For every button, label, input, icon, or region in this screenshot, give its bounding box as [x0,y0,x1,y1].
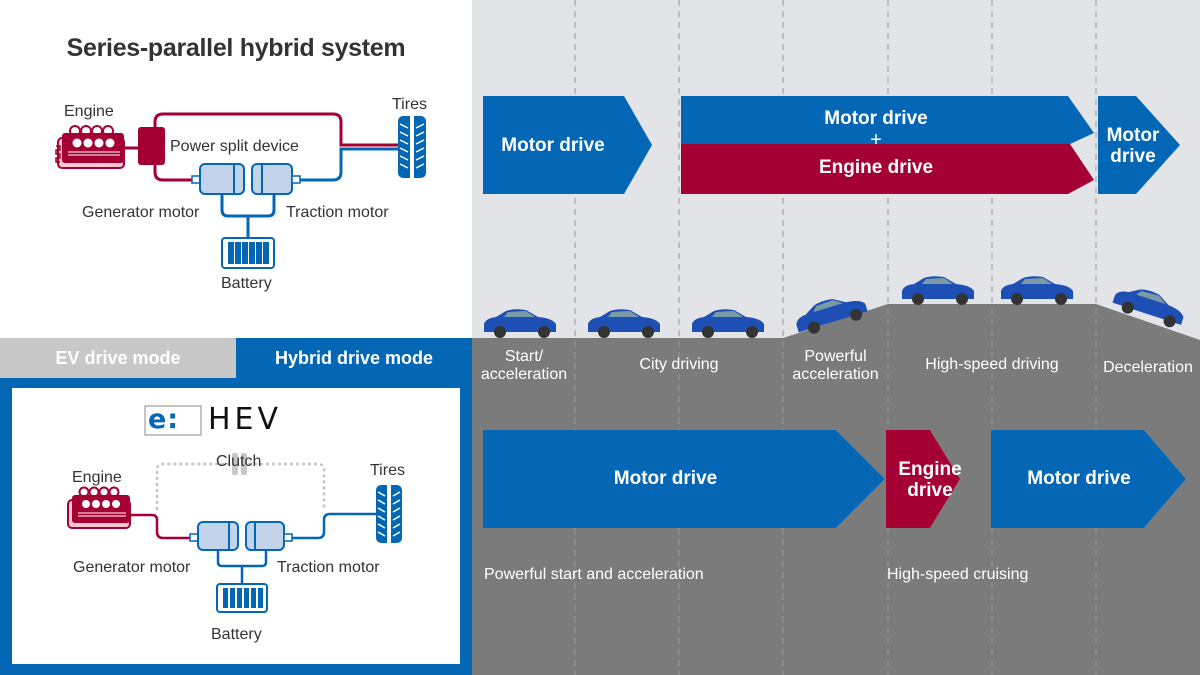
series-parallel-title: Series-parallel hybrid system [66,34,406,62]
battery-label: Battery [211,626,262,643]
generator-motor-label: Generator motor [82,204,200,221]
tab-hybrid-drive-mode[interactable]: Hybrid drive mode [236,338,472,378]
car-high-speed-1 [902,276,974,305]
scene-label-line2: acceleration [792,366,879,383]
scene-background [472,0,1200,675]
battery-icon [221,237,275,269]
car-city-2 [692,309,764,338]
arrow-label-line1: Engine [898,459,962,480]
arrow-label-motor-drive-decel: Motor drive [1098,125,1168,167]
scene-label-line1: Deceleration [1103,359,1193,376]
car-deceleration [1112,289,1184,328]
arrow-label-line2: drive [1110,146,1156,167]
generator-motor-icon [189,521,239,551]
plus-sign: + [870,129,882,151]
arrow-motor-drive-combined[interactable] [681,96,1094,144]
scene-label-line1: High-speed driving [925,356,1059,373]
scene-label-city: City driving [575,356,783,374]
arrow-label-line2: drive [907,480,953,501]
engine-label: Engine [72,469,122,486]
battery-label: Battery [221,275,272,292]
tire-icon [398,116,426,178]
battery-wiring [216,548,268,584]
power-split-device-icon [138,127,165,165]
caption-high-speed-cruising: High-speed cruising [887,566,1029,583]
arrow-label-motor-drive-start: Motor drive [501,135,605,156]
scene-label-start: Start/ acceleration [472,348,576,384]
engine-label: Engine [64,103,114,120]
clutch-path [155,462,326,510]
arrow-motor-drive-cruising[interactable] [991,430,1186,528]
arrow-motor-drive-powerful-start[interactable] [483,430,885,528]
engine-power-path [124,112,398,182]
power-split-label: Power split device [170,138,299,155]
ehev-logo-hev: HEV [208,402,283,437]
scene-label-line1: Start/ [504,348,544,365]
traction-motor-label: Traction motor [286,204,389,221]
wheel-drive-path [292,512,376,540]
arrow-label-engine-drive-cruising: Engine drive [886,459,974,501]
series-parallel-panel: Series-parallel hybrid system [0,0,472,338]
clutch-label: Clutch [216,453,262,470]
generator-motor-label: Generator motor [73,559,191,576]
scene-label-line2: acceleration [480,366,568,383]
engine-icon [55,125,125,169]
generator-motor-icon [191,163,245,195]
battery-icon [216,583,268,613]
traction-motor-icon [251,163,301,195]
caption-powerful-start: Powerful start and acceleration [484,566,704,583]
scene-label-line1: Powerful [804,348,867,365]
arrow-label-motor-drive-powerful-start: Motor drive [613,468,718,489]
traction-motor-icon [245,521,293,551]
arrow-engine-drive-cruising[interactable] [886,430,960,528]
ehev-logo [144,405,202,436]
car-powerful-accel [796,299,868,334]
tab-ev-drive-mode[interactable]: EV drive mode [0,338,236,378]
scene-label-high-speed: High-speed driving [888,356,1096,374]
car-high-speed-2 [1001,276,1073,305]
arrow-label-motor-drive-combined: Motor drive [824,108,928,129]
electric-power-path [220,147,398,238]
clutch-icon [232,453,247,475]
arrow-motor-drive-decel[interactable] [1098,96,1180,194]
scene-label-line1: City driving [639,356,719,373]
arrow-label-engine-drive-combined: Engine drive [818,157,934,178]
series-parallel-diagram [55,112,426,269]
tires-label: Tires [370,462,405,479]
arrow-label-line1: Motor [1106,125,1160,146]
scene-label-powerful-accel: Powerful acceleration [783,348,888,384]
tire-icon [376,485,402,543]
engine-power-path [130,513,190,540]
ehev-diagram [67,405,402,613]
car-start [484,309,556,338]
arrow-label-motor-drive-cruising: Motor drive [1027,468,1131,489]
scene-label-deceleration: Deceleration [1096,359,1200,377]
ehev-logo-e: e: [148,404,180,435]
car-city-1 [588,309,660,338]
arrow-engine-drive-combined[interactable] [681,144,1094,194]
ehev-panel: e: HEV Engine Clutch Tires Generator mot… [12,388,460,664]
driving-scenes-panel: Motor drive Motor drive + Engine drive M… [472,0,1200,675]
engine-icon [67,486,131,529]
traction-motor-label: Traction motor [277,559,380,576]
tires-label: Tires [392,96,427,113]
arrow-motor-drive-start[interactable] [483,96,652,194]
